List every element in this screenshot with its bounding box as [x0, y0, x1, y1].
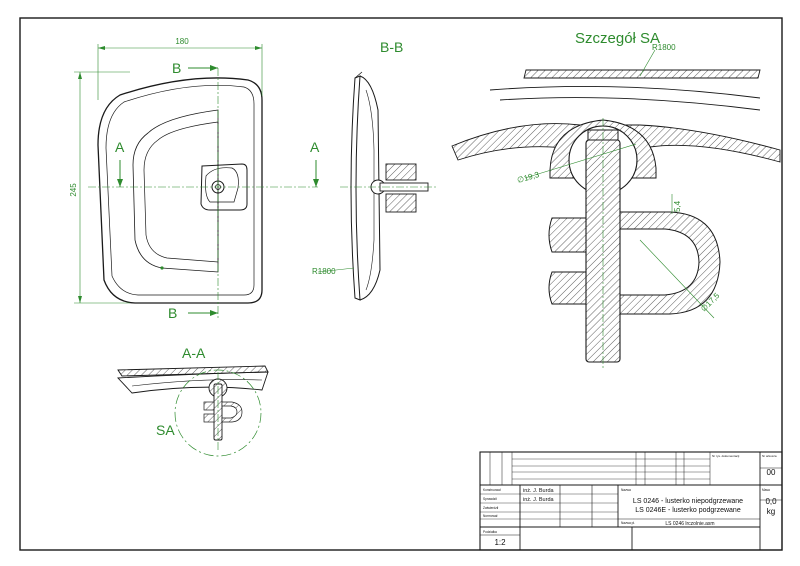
tb-doc-label: Nr rys. dokumentacji — [712, 454, 740, 458]
section-view-a-a: A-A SA — [117, 345, 269, 457]
section-clip-arm-lower — [203, 413, 215, 423]
title-block — [479, 451, 783, 551]
tb-mass-value: 0,0 — [765, 497, 777, 506]
side-clip-upper — [385, 163, 417, 181]
tb-sprawdzil-label: Sprawdził — [483, 497, 497, 501]
section-a-right-label: A — [310, 139, 320, 155]
detail-shell-outer — [489, 85, 761, 99]
detail-clip-arm-upper — [548, 217, 587, 253]
section-b-bottom-label: B — [168, 305, 177, 321]
section-a-left-arrow — [117, 179, 123, 187]
dim-width-arrow-left — [98, 46, 105, 50]
detail-clip-ring — [619, 211, 721, 315]
detail-sa-circle — [174, 369, 262, 457]
dim-height-text: 245 — [69, 183, 78, 197]
detail-shell-inner — [499, 97, 761, 111]
side-radius-label: R1800 — [312, 267, 336, 276]
section-clip-ring — [221, 401, 243, 423]
detail-gap-label: 5,4 — [673, 200, 682, 212]
section-shell — [117, 371, 269, 394]
mirror-inner-outline — [105, 84, 255, 296]
tb-part-name-2: LS 0246E - lusterko podgrzewane — [635, 507, 741, 514]
tb-name-label: Nazwa — [621, 488, 631, 492]
side-clip-lower — [385, 193, 417, 213]
mount-boss-inner — [205, 167, 239, 203]
front-view: 180 245 B B A A — [69, 37, 320, 321]
side-body-edge — [354, 71, 363, 79]
tb-file-name: LS 0246 lrczolnie.asm — [665, 521, 714, 527]
tb-part-name-1: LS 0246 - lusterko niepodgrzewane — [633, 498, 743, 505]
tb-mass-unit: kg — [767, 507, 775, 516]
detail-clip-arm-lower — [548, 271, 587, 305]
drawing-border — [19, 17, 783, 551]
detail-sa: Szczegół SA R1800 ∅19,3 5,4 ∅17,5 — [451, 30, 781, 370]
detail-ref-label: SA — [156, 422, 175, 438]
marker-dot — [160, 266, 164, 270]
section-view-title: A-A — [182, 345, 206, 361]
mirror-rib-outer — [132, 109, 219, 273]
title-block-texts: Konstruował inż. J. Burda Sprawdził inż.… — [483, 454, 777, 547]
side-view-b-b: B-B R1800 — [312, 39, 436, 301]
mount-boss — [200, 163, 248, 211]
tb-scale-label: Podziałka — [483, 530, 497, 534]
tb-konstruowal-label: Konstruował — [483, 488, 501, 492]
detail-dia-ball-leader — [524, 143, 637, 179]
dim-height-arrow-bottom — [78, 296, 82, 303]
dim-height-arrow-top — [78, 72, 82, 79]
detail-dia-ball-label: ∅19,3 — [516, 170, 541, 185]
detail-glass-strip — [523, 69, 761, 79]
side-body-front — [350, 75, 361, 301]
section-clip-arm-upper — [203, 401, 215, 411]
detail-title: Szczegół SA — [575, 30, 660, 47]
dim-width-arrow-right — [255, 46, 262, 50]
side-radius-leader — [317, 267, 355, 273]
detail-dia-clip-leader — [639, 239, 715, 319]
mirror-outline — [97, 77, 263, 304]
tb-sprawdzil-name: inż. J. Burda — [523, 497, 555, 503]
detail-radius-label: R1800 — [652, 43, 676, 52]
detail-radius-leader — [639, 49, 656, 77]
title-block-frame — [479, 451, 783, 551]
mirror-rib-inner — [143, 121, 219, 263]
section-b-top-label: B — [172, 60, 181, 76]
tb-konstruowal-name: inż. J. Burda — [523, 488, 555, 494]
tb-zatwierdzil-label: Zatwierdził — [483, 506, 499, 510]
tb-normowal-label: Normował — [483, 514, 498, 518]
tb-sheet-number: 00 — [767, 468, 776, 477]
tb-scale-value: 1:2 — [494, 538, 506, 547]
section-a-right-arrow — [313, 179, 319, 187]
tb-mass-label: Masa — [762, 488, 770, 492]
side-body-rib — [365, 89, 375, 291]
tb-file-label: Nazwa pl. — [621, 521, 635, 525]
side-view-title: B-B — [380, 39, 403, 55]
section-b-bottom-arrow — [210, 310, 218, 316]
dim-width-text: 180 — [175, 37, 189, 46]
section-a-left-label: A — [115, 139, 125, 155]
tb-sheet-label: Nr arkusza — [762, 454, 777, 458]
section-b-top-arrow — [210, 65, 218, 71]
section-shell-rib — [131, 379, 263, 387]
